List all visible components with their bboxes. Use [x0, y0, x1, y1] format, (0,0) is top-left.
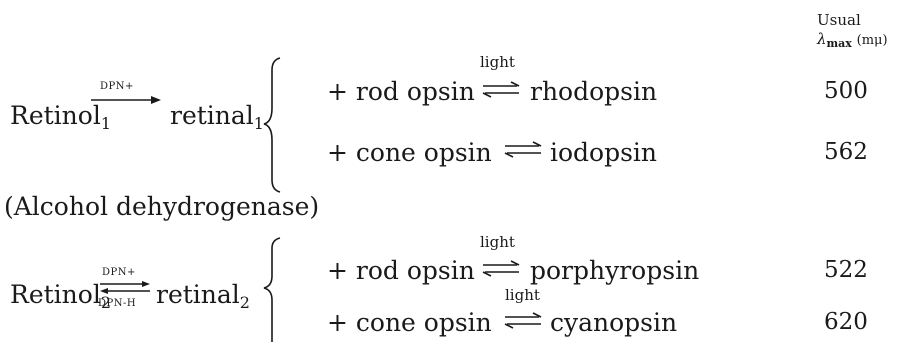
- row-1-condition: light: [480, 53, 515, 71]
- retinol-1-label: Retinol1: [10, 101, 111, 132]
- retinal-1-main: retinal: [170, 101, 254, 130]
- retinal-2-subscript: 2: [239, 293, 250, 312]
- enzyme-label: (Alcohol dehydrogenase): [4, 192, 320, 221]
- row-3-product: porphyropsin: [530, 256, 700, 285]
- cofactor-1-top: DPN+: [100, 81, 134, 92]
- equilibrium-arrow-4: [504, 312, 542, 329]
- lambda-subscript: max: [826, 37, 852, 50]
- row-3-lambda-max: 522: [824, 257, 868, 283]
- retinal-2-main: retinal: [156, 280, 240, 309]
- forward-arrow-1: [91, 96, 161, 104]
- row-3-prefix: + rod opsin: [327, 256, 475, 285]
- retinol-1-main: Retinol: [10, 101, 101, 130]
- retinal-2-label: retinal2: [156, 280, 250, 311]
- retinol-1-subscript: 1: [100, 114, 111, 133]
- cofactor-2-bottom: DPN-H: [98, 298, 137, 309]
- row-4-prefix: + cone opsin: [327, 308, 492, 337]
- brace-1: [263, 57, 281, 193]
- row-4-product: cyanopsin: [550, 308, 678, 337]
- equilibrium-arrow-1: [482, 81, 520, 98]
- row-1-lambda-max: 500: [824, 78, 868, 104]
- retinal-1-label: retinal1: [170, 101, 264, 132]
- row-2-lambda-max: 562: [824, 139, 868, 165]
- lambda-unit: (mμ): [856, 33, 888, 48]
- equilibrium-arrow-retinol-2: [100, 281, 150, 294]
- row-4-lambda-max: 620: [824, 309, 868, 335]
- header-usual: Usual: [817, 11, 861, 29]
- retinol-2-subscript: 2: [100, 293, 111, 312]
- header-lambda-max: λmax (mμ): [817, 30, 888, 50]
- row-2-product: iodopsin: [550, 138, 658, 167]
- row-1-prefix: + rod opsin: [327, 77, 475, 106]
- equilibrium-arrow-2: [504, 141, 542, 158]
- row-3-condition: light: [480, 233, 515, 251]
- row-4-condition: light: [505, 286, 540, 304]
- retinol-2-label: Retinol2: [10, 280, 111, 311]
- retinal-1-subscript: 1: [253, 114, 264, 133]
- lambda-symbol: λ: [817, 30, 827, 48]
- brace-2: [263, 237, 281, 342]
- cofactor-2-top: DPN+: [102, 267, 136, 278]
- retinol-2-main: Retinol: [10, 280, 101, 309]
- row-2-prefix: + cone opsin: [327, 138, 492, 167]
- row-1-product: rhodopsin: [530, 77, 658, 106]
- equilibrium-arrow-3: [482, 260, 520, 277]
